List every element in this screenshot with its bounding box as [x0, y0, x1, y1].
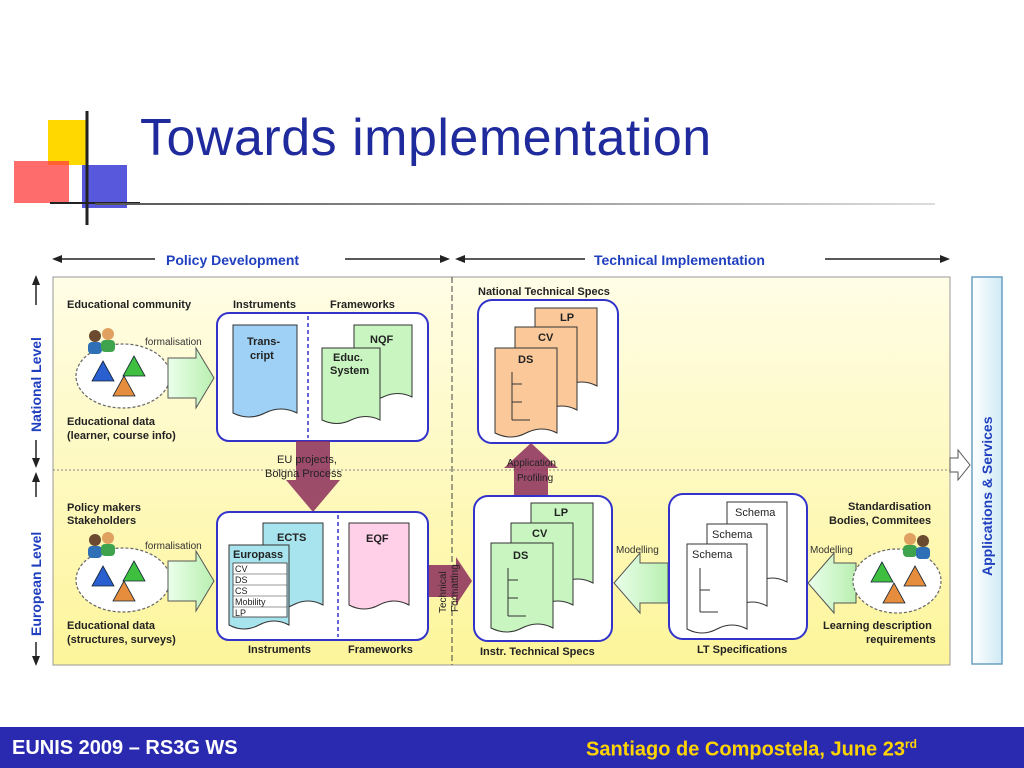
svg-text:Trans-: Trans- [247, 336, 280, 348]
technical-implementation-header: Technical Implementation [455, 252, 950, 268]
europass-item: Mobility [235, 597, 266, 607]
education-system-document: Educ. System [321, 347, 381, 424]
to-applications-arrow [949, 448, 971, 482]
applications-services-box [971, 276, 1003, 665]
slide-title: Towards implementation [140, 109, 712, 167]
footer-event-label: EUNIS 2009 – RS3G WS [12, 737, 238, 759]
instruments-label-european: Instruments [248, 644, 311, 656]
title-underline [95, 203, 935, 205]
modelling-arrow-2 [807, 551, 857, 615]
technical-formatting-label: Technical [438, 571, 449, 613]
eu-projects-label: EU projects, [277, 454, 337, 466]
frameworks-label-european: Frameworks [348, 644, 413, 656]
formalisation-label-european: formalisation [145, 541, 202, 552]
svg-text:Schema: Schema [712, 529, 753, 541]
national-community-cloud [75, 328, 171, 409]
learning-requirements-label: Learning description [823, 620, 932, 632]
svg-text:NQF: NQF [370, 334, 394, 346]
svg-text:Bodies, Commitees: Bodies, Commitees [829, 515, 931, 527]
lt-specifications-label: LT Specifications [697, 644, 787, 656]
national-level-label: National Level [28, 337, 44, 432]
transcript-document: Trans- cript [232, 324, 298, 418]
modelling-label-2: Modelling [810, 545, 853, 556]
svg-text:cript: cript [250, 350, 274, 362]
instr-technical-specs-label: Instr. Technical Specs [480, 646, 595, 658]
instr-spec-documents: LP CV DS [490, 502, 594, 633]
formalisation-arrow-european [167, 549, 215, 613]
policy-development-label: Policy Development [166, 252, 299, 268]
svg-text:LP: LP [560, 312, 574, 324]
svg-text:(learner, course info): (learner, course info) [67, 430, 176, 442]
european-level-label: European Level [28, 532, 44, 636]
svg-text:DS: DS [518, 354, 533, 366]
europass-item: CS [235, 586, 248, 596]
formalisation-arrow-national [167, 346, 215, 410]
educational-data-label-european: Educational data [67, 620, 156, 632]
frameworks-label-national: Frameworks [330, 299, 395, 311]
standardisation-cloud [852, 533, 942, 614]
svg-text:Schema: Schema [692, 549, 733, 561]
svg-text:(structures, surveys): (structures, surveys) [67, 634, 176, 646]
eqf-document: EQF [348, 522, 410, 610]
svg-text:LP: LP [554, 507, 568, 519]
european-community-cloud [75, 532, 171, 613]
decorative-logo [14, 111, 140, 225]
footer-bar [0, 727, 1024, 768]
policy-makers-label: Policy makers [67, 502, 141, 514]
technical-implementation-label: Technical Implementation [594, 252, 765, 268]
instruments-label-national: Instruments [233, 299, 296, 311]
europass-item: CV [235, 564, 248, 574]
educational-data-label-national: Educational data [67, 416, 156, 428]
applications-services-label: Applications & Services [979, 416, 995, 576]
modelling-arrow-1 [613, 551, 669, 615]
eu-projects-arrow [286, 441, 340, 512]
lt-schema-documents: Schema Schema Schema [686, 501, 788, 634]
svg-text:Bolgna Process: Bolgna Process [265, 468, 343, 480]
svg-text:Europass: Europass [233, 549, 283, 561]
technical-formatting-arrow [428, 557, 472, 605]
svg-text:Profiling: Profiling [517, 473, 553, 484]
svg-text:CV: CV [538, 332, 554, 344]
educational-community-label: Educational community [67, 299, 192, 311]
svg-text:CV: CV [532, 528, 548, 540]
footer-location-date: Santiago de Compostela, June 23rd [586, 737, 917, 761]
application-profiling-label: Application [507, 458, 556, 469]
formalisation-label-national: formalisation [145, 337, 202, 348]
svg-text:Educ.: Educ. [333, 352, 363, 364]
svg-text:Formatting: Formatting [450, 564, 461, 612]
europass-item: LP [235, 608, 246, 618]
implementation-diagram: Policy Development Technical Implementat… [28, 252, 1003, 666]
national-technical-specs-label: National Technical Specs [478, 286, 610, 298]
application-profiling-arrow [504, 443, 558, 497]
modelling-label-1: Modelling [616, 545, 659, 556]
svg-text:requirements: requirements [866, 634, 936, 646]
svg-text:ECTS: ECTS [277, 532, 306, 544]
standardisation-label: Standardisation [848, 501, 931, 513]
svg-text:System: System [330, 365, 369, 377]
national-spec-documents: LP CV DS [494, 307, 598, 438]
svg-text:EQF: EQF [366, 533, 389, 545]
svg-text:DS: DS [513, 550, 528, 562]
policy-development-header: Policy Development [52, 252, 450, 268]
svg-text:Schema: Schema [735, 507, 776, 519]
europass-document: Europass CV DS CS Mobility LP [228, 544, 290, 630]
level-axis: National Level European Level [28, 275, 44, 666]
svg-text:Stakeholders: Stakeholders [67, 515, 136, 527]
europass-item: DS [235, 575, 248, 585]
